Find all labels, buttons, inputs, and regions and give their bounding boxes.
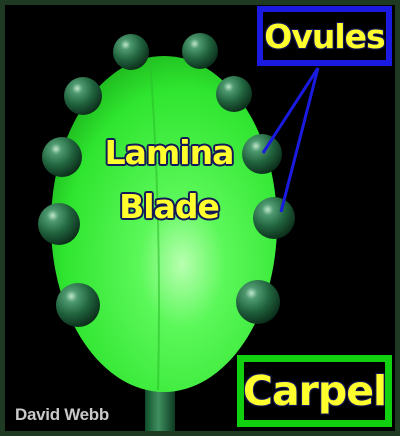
ovule <box>113 34 149 70</box>
ovule <box>182 33 218 69</box>
ovules-label: Ovules <box>257 6 392 66</box>
ovules-pointer-line <box>281 68 318 212</box>
ovule <box>56 283 100 327</box>
ovule <box>253 197 295 239</box>
ovule <box>38 203 80 245</box>
ovule <box>64 77 102 115</box>
lamina-label: Lamina <box>100 133 238 172</box>
blade-label: Blade <box>100 187 238 226</box>
ovules-pointer-line <box>263 68 318 153</box>
author-credit: David Webb <box>15 405 109 425</box>
ovule <box>216 76 252 112</box>
ovule <box>42 137 82 177</box>
ovule <box>236 280 280 324</box>
ovule <box>242 134 282 174</box>
carpel-label: Carpel <box>237 355 392 427</box>
